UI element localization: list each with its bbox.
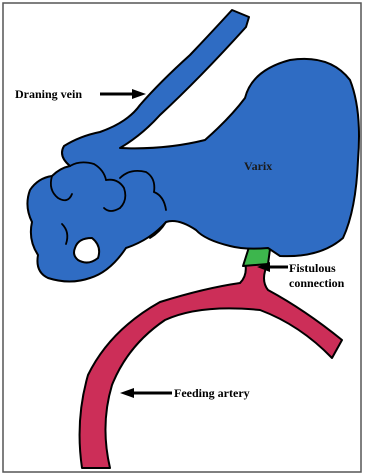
draining-vein-shape [27,10,359,282]
arrow-draining-vein [100,89,146,99]
label-fistulous-line1: Fistulous [289,261,336,275]
arrow-feeding-artery [120,388,172,398]
label-varix: Varix [244,159,272,173]
feeding-artery-shape [80,262,342,468]
label-draining-vein: Draning vein [15,87,82,101]
label-feeding-artery: Feeding artery [174,386,250,400]
label-fistulous-line2: connection [289,276,345,290]
